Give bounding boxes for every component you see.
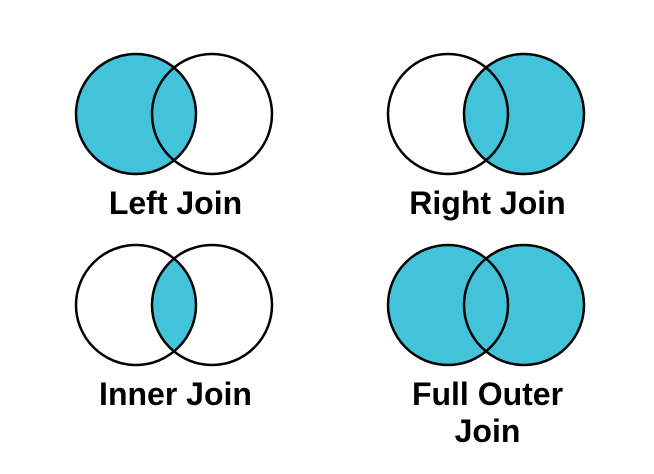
- venn-diagram-right-join: [386, 52, 585, 176]
- venn-label-full-outer-join: Full Outer Join: [411, 376, 564, 450]
- venn-label-inner-join: Inner Join: [99, 376, 252, 412]
- venn-inner-inner-join: Inner Join: [72, 237, 280, 413]
- venn-cell-inner-join: Inner Join: [0, 237, 327, 474]
- venn-cell-right-join: Right Join: [327, 0, 654, 237]
- venn-inner-right-join: Right Join: [384, 0, 592, 222]
- venn-cell-left-join: Left Join: [0, 0, 327, 237]
- venn-diagram-left-join: [74, 52, 273, 176]
- venn-inner-left-join: Left Join: [72, 0, 280, 222]
- venn-diagram-full-outer-join: [386, 243, 585, 367]
- venn-label-right-join: Right Join: [409, 185, 566, 221]
- venn-inner-full-outer-join: Full Outer Join: [384, 237, 592, 451]
- venn-diagram-inner-join: [74, 243, 273, 367]
- venn-cell-full-outer-join: Full Outer Join: [327, 237, 654, 474]
- venn-label-left-join: Left Join: [108, 185, 243, 221]
